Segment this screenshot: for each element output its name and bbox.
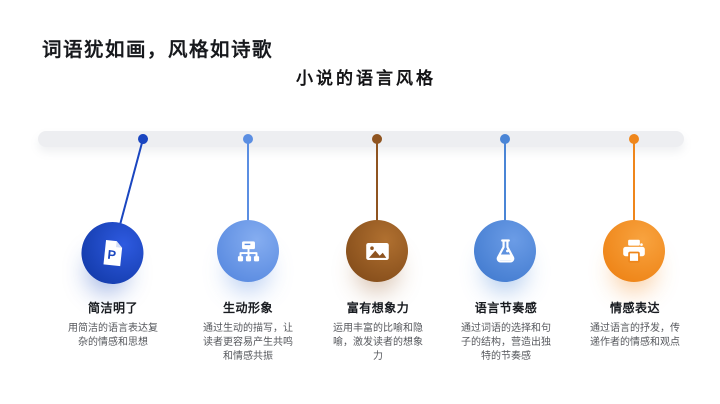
timeline-item-text: 情感表达 通过语言的抒发，传递作者的情感和观点 bbox=[588, 299, 682, 350]
item-heading: 简洁明了 bbox=[87, 301, 138, 315]
pendulum-line bbox=[633, 138, 635, 222]
timeline-dot bbox=[243, 134, 253, 144]
icon-circle: P bbox=[74, 215, 151, 291]
item-description: 通过词语的选择和句子的结构，营造出独特的节奏感 bbox=[461, 323, 551, 362]
sitemap-icon bbox=[237, 240, 259, 261]
timeline-dot bbox=[629, 134, 639, 144]
timeline-item-text: 简洁明了 用简洁的语言表达复杂的情感和思想 bbox=[66, 299, 160, 350]
item-heading: 情感表达 bbox=[609, 301, 660, 315]
timeline-dot bbox=[372, 134, 382, 144]
item-heading: 富有想象力 bbox=[346, 301, 410, 315]
pendulum-line bbox=[376, 138, 378, 222]
slide-subtitle: 小说的语言风格 bbox=[296, 69, 436, 88]
icon-circle bbox=[603, 220, 665, 282]
item-heading: 语言节奏感 bbox=[474, 301, 538, 315]
icon-circle bbox=[474, 220, 536, 282]
pendulum-line bbox=[504, 138, 506, 222]
item-description: 通过语言的抒发，传递作者的情感和观点 bbox=[590, 323, 680, 348]
page-title: 词语犹如画，风格如诗歌 bbox=[42, 39, 274, 61]
timeline-item-text: 语言节奏感 通过词语的选择和句子的结构，营造出独特的节奏感 bbox=[459, 299, 553, 364]
item-heading: 生动形象 bbox=[222, 301, 273, 315]
timeline-item-text: 生动形象 通过生动的描写，让读者更容易产生共鸣和情感共振 bbox=[201, 299, 295, 364]
timeline-pendulum bbox=[346, 134, 408, 282]
timeline-bar bbox=[38, 131, 684, 147]
printer-icon bbox=[623, 239, 645, 263]
pendulum-line bbox=[118, 137, 145, 226]
item-description: 用简洁的语言表达复杂的情感和思想 bbox=[68, 323, 158, 348]
document-p-icon: P bbox=[103, 239, 123, 267]
svg-text:P: P bbox=[107, 248, 117, 263]
timeline-pendulum bbox=[217, 134, 279, 282]
timeline-dot bbox=[500, 134, 510, 144]
timeline-pendulum: P bbox=[74, 132, 151, 291]
item-description: 通过生动的描写，让读者更容易产生共鸣和情感共振 bbox=[203, 323, 293, 362]
flask-icon bbox=[496, 238, 514, 263]
icon-circle bbox=[217, 220, 279, 282]
timeline-item-text: 富有想象力 运用丰富的比喻和隐喻，激发读者的想象力 bbox=[331, 299, 425, 364]
item-description: 运用丰富的比喻和隐喻，激发读者的想象力 bbox=[333, 323, 423, 362]
timeline-pendulum bbox=[603, 134, 665, 282]
icon-circle bbox=[346, 220, 408, 282]
pendulum-line bbox=[247, 138, 249, 222]
timeline-pendulum bbox=[474, 134, 536, 282]
image-icon bbox=[365, 242, 389, 260]
